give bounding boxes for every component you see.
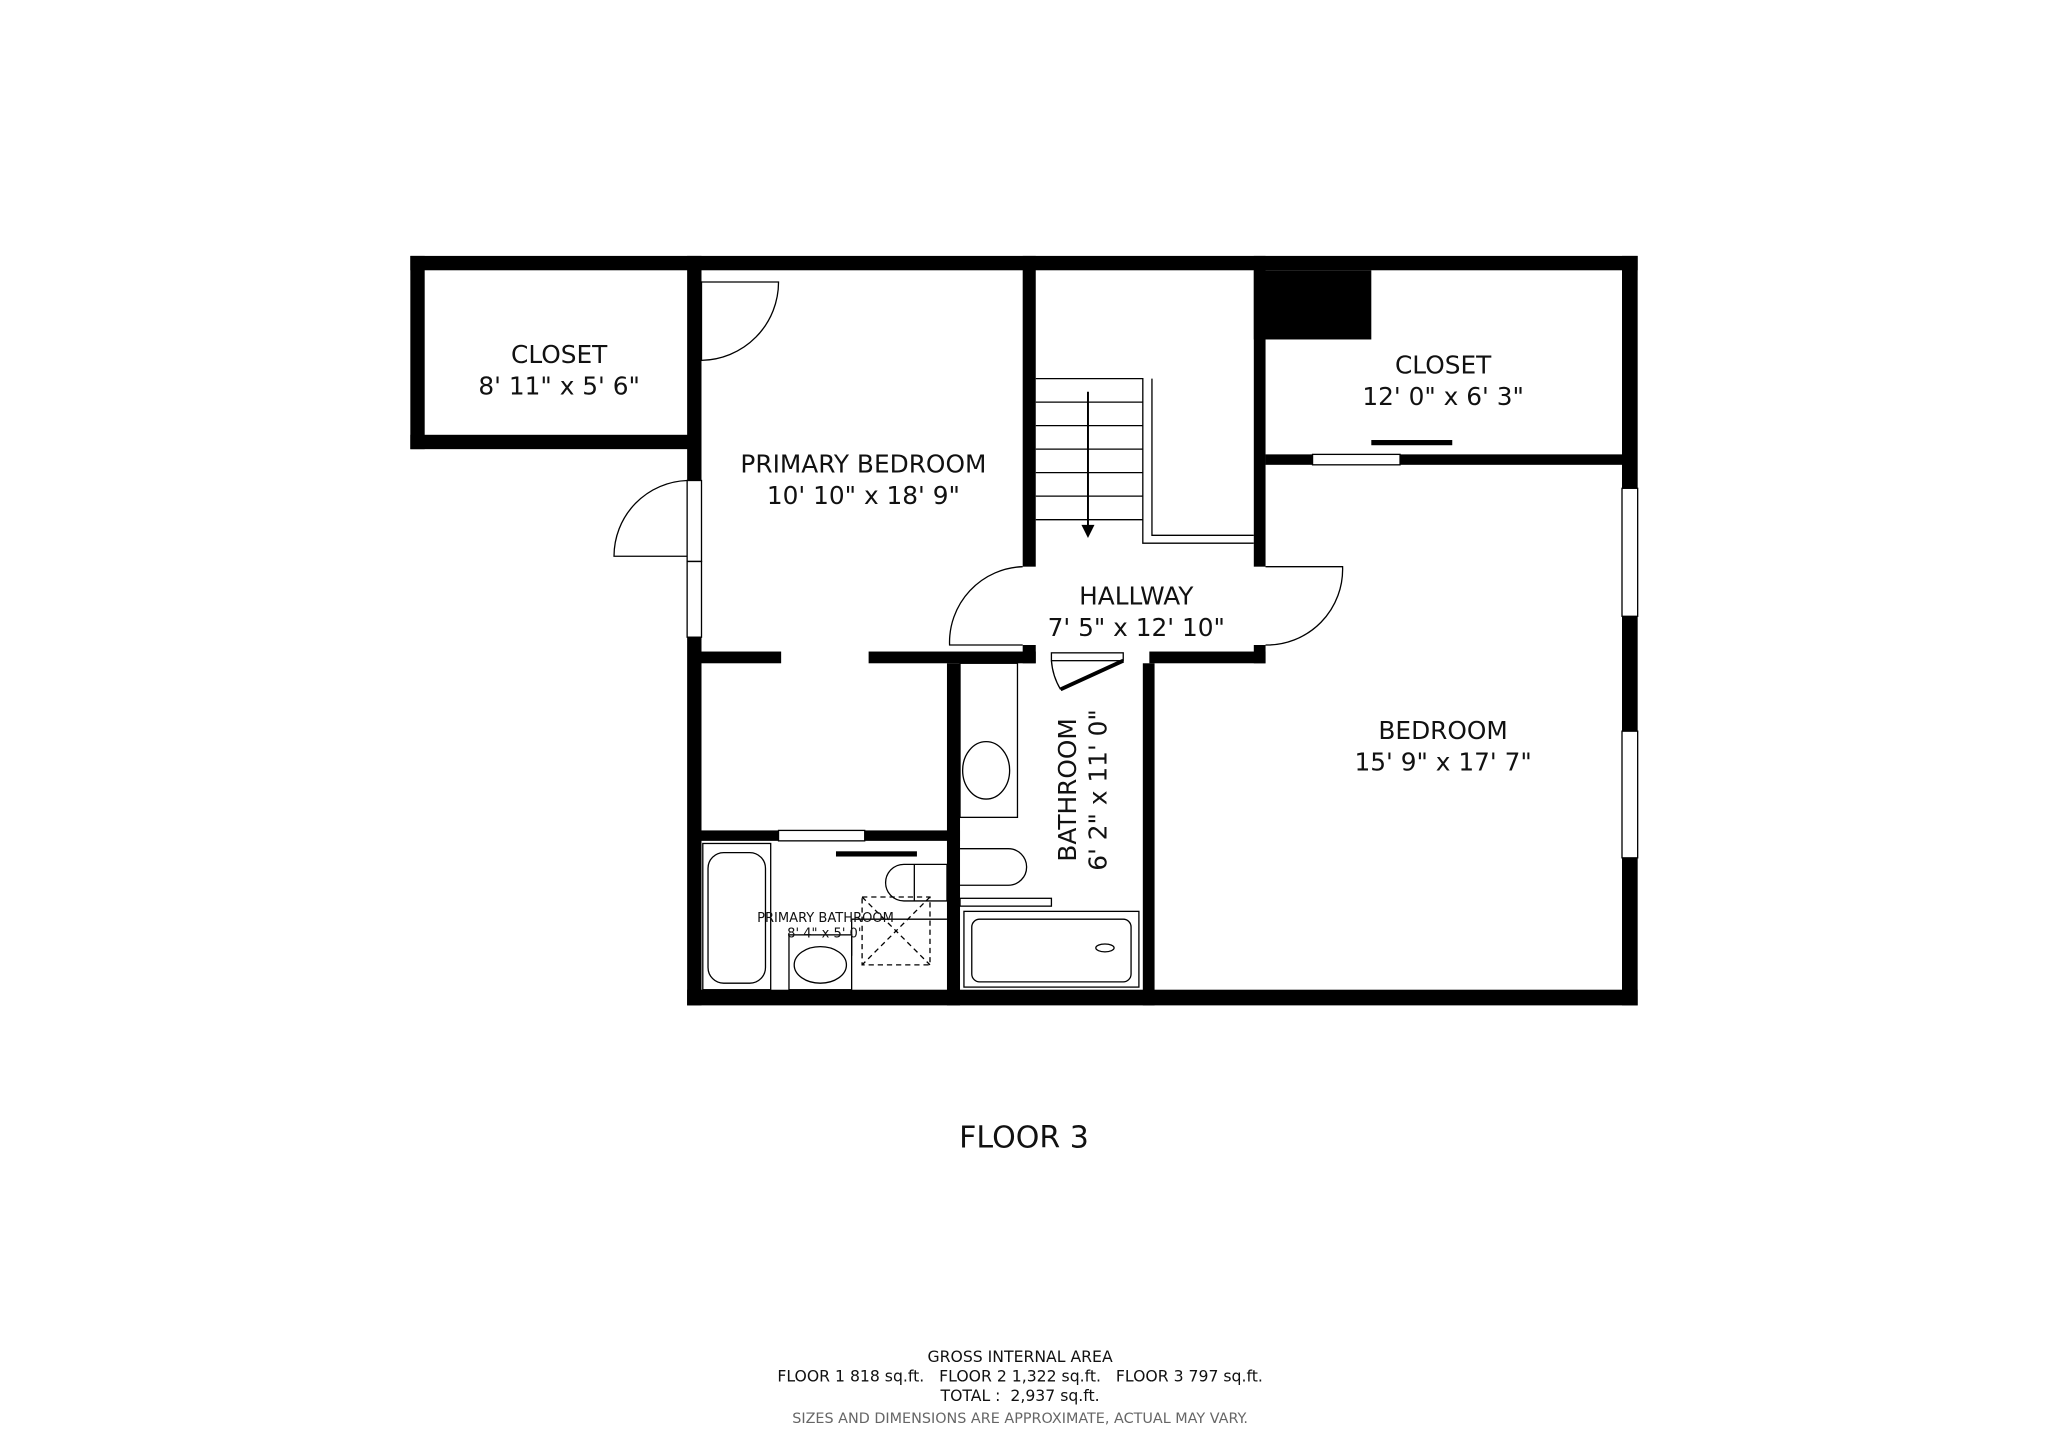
floor-label: FLOOR 3 <box>959 1121 1089 1156</box>
doors <box>613 281 1344 692</box>
room-dims: 10' 10" x 18' 9" <box>767 481 960 510</box>
room-dims: 15' 9" x 17' 7" <box>1354 747 1531 776</box>
area-total: TOTAL : 2,937 sq.ft. <box>940 1386 1100 1405</box>
room-dims: 12' 0" x 6' 3" <box>1362 382 1524 411</box>
room-name: BEDROOM <box>1378 716 1507 745</box>
room-name: CLOSET <box>511 340 608 369</box>
room-name: PRIMARY BATHROOM <box>757 911 894 926</box>
room-dims: 7' 5" x 12' 10" <box>1048 613 1225 642</box>
room-dims: 8' 11" x 5' 6" <box>478 371 640 400</box>
room-name: CLOSET <box>1395 350 1492 379</box>
fixtures <box>702 662 1140 991</box>
area-floors: FLOOR 1 818 sq.ft. FLOOR 2 1,322 sq.ft. … <box>777 1366 1262 1385</box>
area-summary: GROSS INTERNAL AREA FLOOR 1 818 sq.ft. F… <box>777 1347 1262 1427</box>
room-bathroom: BATHROOM 6' 2" x 11' 0" <box>1053 709 1112 871</box>
room-closet-left: CLOSET 8' 11" x 5' 6" <box>478 340 640 400</box>
room-hallway: HALLWAY 7' 5" x 12' 10" <box>1048 582 1225 642</box>
stairs <box>1035 377 1254 544</box>
room-dims: 6' 2" x 11' 0" <box>1083 709 1112 871</box>
room-primary-bathroom: PRIMARY BATHROOM 8' 4" x 5' 0" <box>757 911 894 942</box>
room-closet-right: CLOSET 12' 0" x 6' 3" <box>1362 350 1524 410</box>
room-name: HALLWAY <box>1079 582 1194 611</box>
room-bedroom: BEDROOM 15' 9" x 17' 7" <box>1354 716 1531 776</box>
room-primary-bedroom: PRIMARY BEDROOM 10' 10" x 18' 9" <box>740 450 986 510</box>
room-name: BATHROOM <box>1053 718 1082 862</box>
windows <box>686 453 1639 859</box>
room-name: PRIMARY BEDROOM <box>740 450 986 479</box>
walls <box>410 255 1638 1006</box>
area-heading: GROSS INTERNAL AREA <box>927 1347 1112 1366</box>
room-dims: 8' 4" x 5' 0" <box>787 926 864 941</box>
disclaimer: SIZES AND DIMENSIONS ARE APPROXIMATE, AC… <box>792 1411 1248 1427</box>
